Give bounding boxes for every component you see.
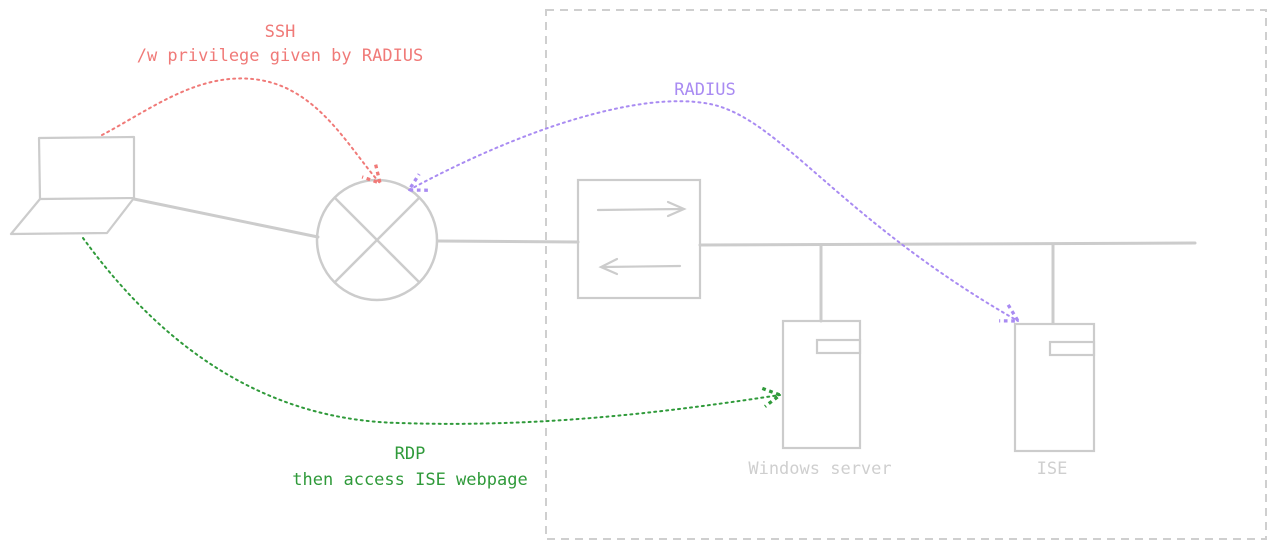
rdp-label-line1: RDP	[394, 444, 426, 464]
switch-icon	[576, 178, 702, 300]
ssh-label-line2: /w privilege given by RADIUS	[136, 46, 424, 66]
radius-label: RADIUS	[674, 80, 736, 100]
ssh-label-line1: SSH	[264, 22, 296, 42]
backbone-cable	[698, 241, 1197, 247]
router-icon	[315, 178, 439, 302]
laptop-icon	[9, 135, 136, 236]
ise-label: ISE	[1036, 459, 1068, 479]
server-icon	[1013, 322, 1096, 453]
rdp-label-line2: then access ISE webpage	[292, 470, 528, 490]
server-icon	[781, 319, 862, 450]
ssh-label: SSH /w privilege given by RADIUS	[130, 20, 430, 68]
cables	[132, 197, 1197, 325]
ssh-flow-arrow	[101, 77, 380, 183]
radius-flow-arrow	[409, 100, 1018, 321]
windows-server-label: Windows server	[748, 459, 892, 479]
rdp-label: RDP then access ISE webpage	[260, 441, 560, 493]
laptop-router-cable	[132, 197, 320, 239]
router-switch-cable	[436, 239, 580, 244]
